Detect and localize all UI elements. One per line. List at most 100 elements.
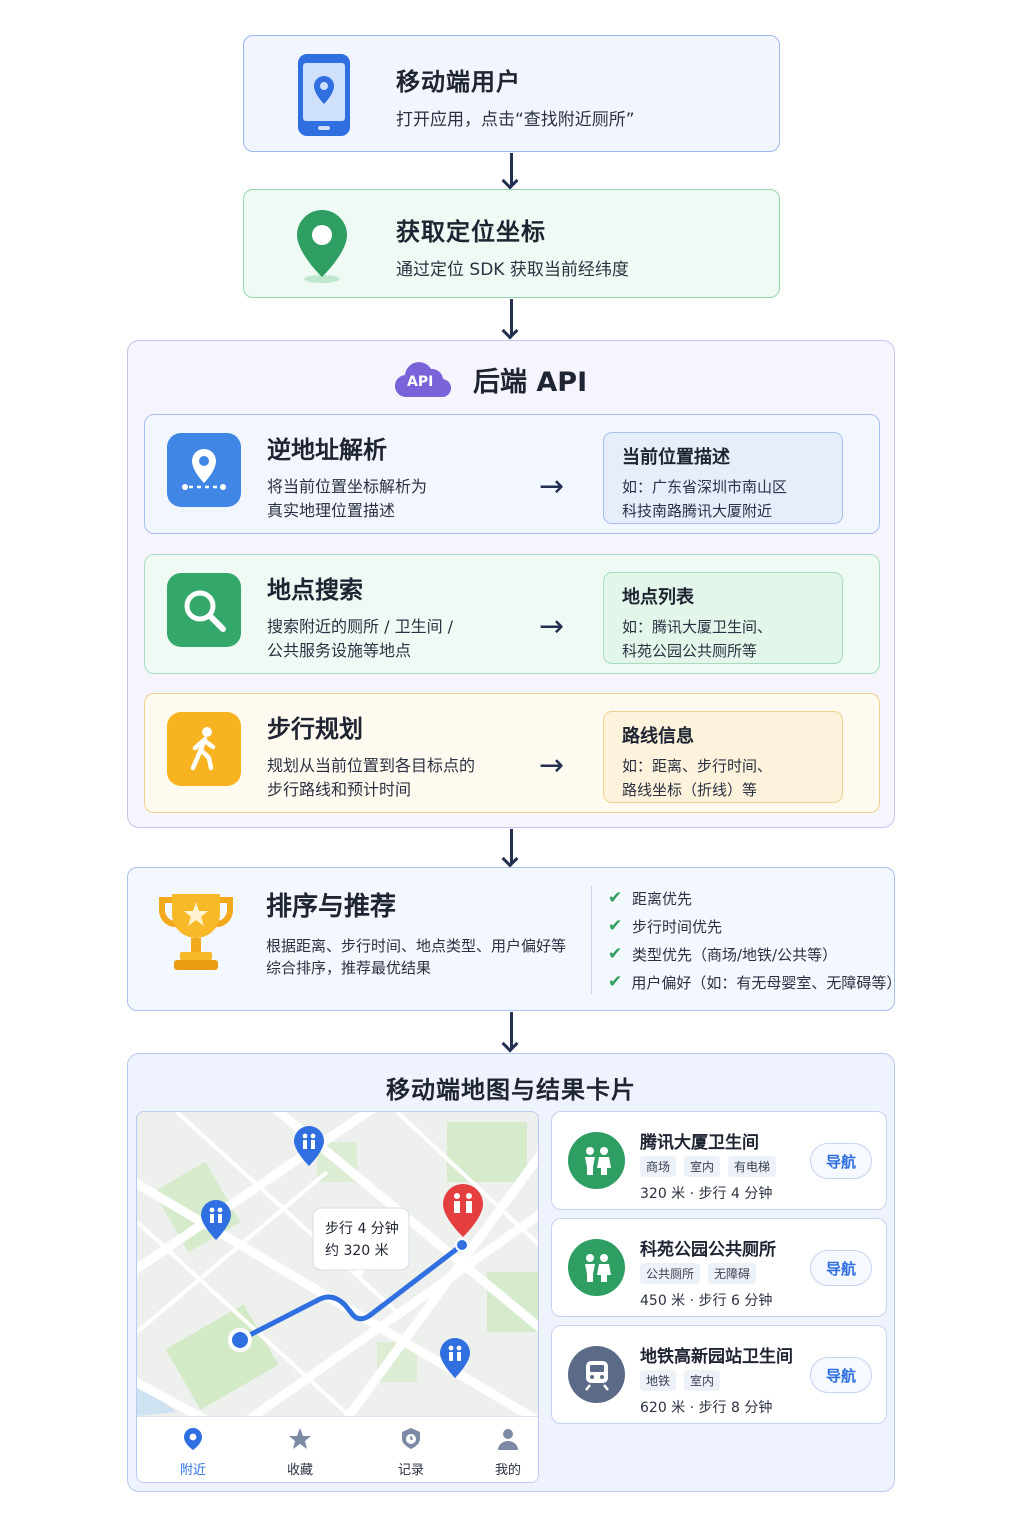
criteria-item: ✔ 距离优先 [608,884,894,912]
result-card[interactable]: 地铁高新园站卫生间 地铁 室内 620 米 · 步行 8 分钟 导航 [551,1325,887,1424]
flow-arrow-1 [510,153,513,185]
ranking-desc: 根据距离、步行时间、地点类型、用户偏好等 综合排序，推荐最优结果 [266,937,567,977]
restroom-icon [568,1239,625,1296]
user-step-desc: 打开应用，点击“查找附近厕所” [396,110,635,130]
map-canvas[interactable]: 步行 4 分钟 约 320 米 [137,1112,539,1416]
check-icon: ✔ [608,944,623,964]
smartphone-icon [296,52,352,142]
result-distance-time: 620 米 · 步行 8 分钟 [640,1400,773,1416]
result-card[interactable]: 科苑公园公共厕所 公共厕所 无障碍 450 米 · 步行 6 分钟 导航 [551,1218,887,1317]
criteria-label: 步行时间优先 [632,917,723,936]
person-icon [498,1429,518,1450]
service-output: 路线信息 如：距离、步行时间、 路线坐标（折线）等 [603,711,843,803]
service-desc: 将当前位置坐标解析为 真实地理位置描述 [267,477,428,520]
tag: 室内 [684,1370,721,1391]
reverse-geocoding-service: 逆地址解析 将当前位置坐标解析为 真实地理位置描述 → 当前位置描述 如：广东省… [144,414,880,534]
map-marker-icon [294,208,350,288]
tab-profile[interactable]: 我的 [478,1427,538,1478]
clock-shield-icon [402,1428,420,1449]
route-callout: 步行 4 分钟 约 320 米 [312,1207,410,1278]
output-title: 路线信息 [622,726,694,747]
tag: 公共厕所 [640,1263,701,1284]
service-output: 当前位置描述 如：广东省深圳市南山区 科技南路腾讯大厦附近 [603,432,843,524]
tab-favorites[interactable]: 收藏 [270,1427,330,1478]
walking-person-icon [167,712,241,786]
arrow-right-icon: → [539,748,565,783]
walking-route-service: 步行规划 规划从当前位置到各目标点的 步行路线和预计时间 → 路线信息 如：距离… [144,693,880,813]
bottom-tab-bar: 附近 收藏 记录 我的 [137,1416,538,1482]
restroom-icon [568,1132,625,1189]
result-tags: 公共厕所 无障碍 [640,1263,764,1284]
criteria-label: 类型优先（商场/地铁/公共等） [632,945,838,964]
metro-train-icon [568,1346,625,1403]
result-tags: 商场 室内 有电梯 [640,1156,784,1177]
check-icon: ✔ [608,972,623,992]
backend-api-container: API 后端 API 逆地址解析 将当前位置坐标解析为 真实地理位置描述 → 当… [127,340,895,828]
api-cloud-icon: API [393,357,453,401]
result-tags: 地铁 室内 [640,1370,728,1391]
service-title: 逆地址解析 [267,436,387,464]
output-title: 地点列表 [622,587,694,608]
user-step-card: 移动端用户 打开应用，点击“查找附近厕所” [243,35,780,152]
restroom-pin-icon[interactable] [201,1200,231,1240]
result-card[interactable]: 腾讯大厦卫生间 商场 室内 有电梯 320 米 · 步行 4 分钟 导航 [551,1111,887,1210]
check-icon: ✔ [608,916,623,936]
result-distance-time: 450 米 · 步行 6 分钟 [640,1293,773,1309]
restroom-pin-icon[interactable] [294,1126,324,1166]
arrow-right-icon: → [539,469,565,504]
reverse-geocode-pin-icon [167,433,241,507]
tag: 有电梯 [728,1156,777,1177]
output-title: 当前位置描述 [622,447,730,468]
section-title: 移动端地图与结果卡片 [386,1076,636,1104]
location-step-desc: 通过定位 SDK 获取当前经纬度 [396,260,629,280]
location-pin-icon [184,1428,202,1450]
divider [591,886,592,994]
trophy-icon [154,890,238,980]
backend-title: 后端 API [473,366,588,398]
tab-history[interactable]: 记录 [381,1427,441,1478]
criteria-item: ✔ 用户偏好（如：有无母婴室、无障碍等） [608,968,902,996]
place-search-service: 地点搜索 搜索附近的厕所 / 卫生间 / 公共服务设施等地点 → 地点列表 如：… [144,554,880,674]
api-badge-label: API [407,374,434,390]
map-results-section: 移动端地图与结果卡片 [127,1053,895,1492]
result-name: 科苑公园公共厕所 [640,1240,776,1260]
star-icon [289,1428,311,1449]
output-desc: 如：广东省深圳市南山区 科技南路腾讯大厦附近 [622,478,788,520]
walking-route-line [237,1242,465,1343]
output-desc: 如：腾讯大厦卫生间、 科苑公园公共厕所等 [622,618,773,660]
result-distance-time: 320 米 · 步行 4 分钟 [640,1186,773,1202]
magnifier-icon [167,573,241,647]
ranking-card: 排序与推荐 根据距离、步行时间、地点类型、用户偏好等 综合排序，推荐最优结果 ✔… [127,867,902,1011]
tag: 室内 [684,1156,721,1177]
criteria-item: ✔ 步行时间优先 [608,912,894,940]
callout-distance: 约 320 米 [325,1243,389,1259]
flow-arrow-3 [510,829,513,863]
phone-map-view: 步行 4 分钟 约 320 米 附近 收藏 记录 我的 [136,1111,539,1483]
criteria-item: ✔ 类型优先（商场/地铁/公共等） [608,940,894,968]
criteria-label: 距离优先 [632,889,693,908]
tab-label: 记录 [397,1463,424,1478]
flow-arrow-2 [510,299,513,335]
tab-label: 收藏 [286,1463,313,1478]
service-title: 地点搜索 [267,576,363,604]
service-output: 地点列表 如：腾讯大厦卫生间、 科苑公园公共厕所等 [603,572,843,664]
tag: 无障碍 [708,1263,757,1284]
service-desc: 规划从当前位置到各目标点的 步行路线和预计时间 [267,756,476,799]
destination-restroom-pin-icon[interactable] [443,1184,483,1237]
navigate-button[interactable]: 导航 [810,1143,872,1179]
location-step-title: 获取定位坐标 [396,218,546,246]
criteria-label: 用户偏好（如：有无母婴室、无障碍等） [631,973,902,992]
restroom-pin-icon[interactable] [440,1338,470,1378]
tab-label: 我的 [494,1463,521,1478]
navigate-button[interactable]: 导航 [810,1250,872,1286]
tab-nearby[interactable]: 附近 [163,1427,223,1478]
service-desc: 搜索附近的厕所 / 卫生间 / 公共服务设施等地点 [267,617,454,660]
check-icon: ✔ [608,888,623,908]
ranking-criteria-list: ✔ 距离优先 ✔ 步行时间优先 ✔ 类型优先（商场/地铁/公共等） ✔ 用户偏好（如：有… [608,884,902,996]
location-step-card: 获取定位坐标 通过定位 SDK 获取当前经纬度 [243,189,780,298]
tag: 商场 [640,1156,677,1177]
result-name: 地铁高新园站卫生间 [640,1347,793,1367]
navigate-button[interactable]: 导航 [810,1357,872,1393]
callout-time: 步行 4 分钟 [325,1220,399,1237]
ranking-title: 排序与推荐 [266,892,397,922]
